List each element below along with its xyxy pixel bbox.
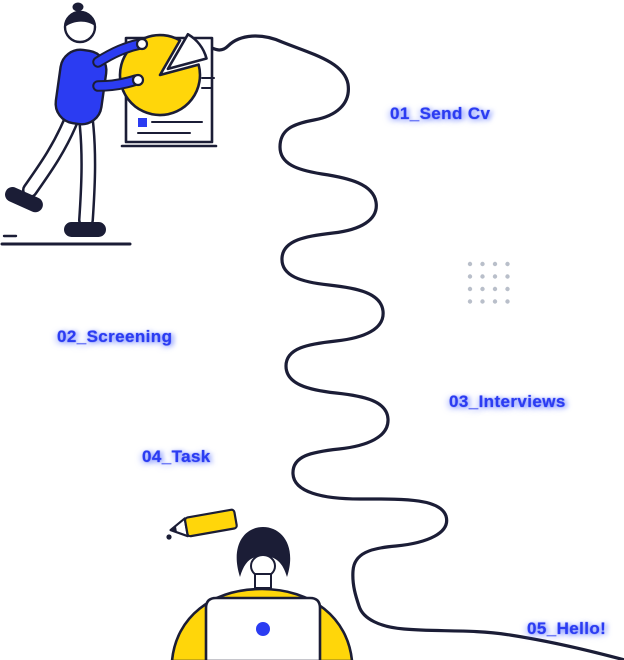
journey-path-line [195,34,624,660]
presenter-illustration [0,2,218,246]
pencil-dot [166,534,172,540]
pie-chart-icon [118,33,208,117]
pie-slice [166,33,208,71]
front-shoe [64,222,106,237]
step-label-interviews: 03_Interviews [449,392,566,411]
neck [254,573,272,589]
hand [131,73,145,87]
laptop-person-illustration [170,527,354,660]
dots-pattern [467,261,510,304]
step-label-task: 04_Task [142,447,211,466]
presenter-person [5,2,149,237]
step-label-send-cv: 01_Send Cv [390,104,491,123]
hair [236,527,291,577]
laptop-logo-dot [256,622,270,636]
back-shoe [5,187,43,213]
board-blue-square [138,118,147,127]
hair-curl [72,2,84,12]
pencil-icon [166,508,238,540]
step-label-screening: 02_Screening [57,327,173,346]
step-label-hello: 05_Hello! [527,619,607,638]
hair [65,11,96,27]
hand [135,37,149,51]
